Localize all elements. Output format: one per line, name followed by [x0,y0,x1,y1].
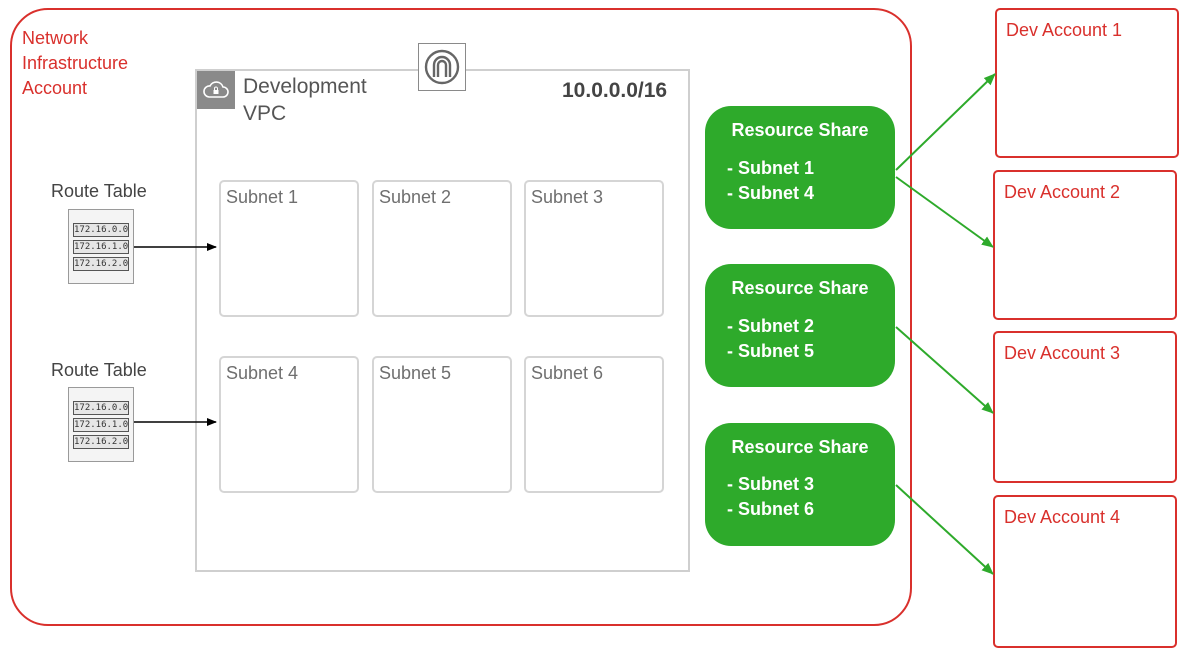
share-arrow [895,73,996,171]
subnet-box: Subnet 3 [524,180,664,317]
network-infrastructure-account [10,8,912,626]
route-entry: 172.16.1.0 [73,417,129,432]
subnet-label: Subnet 6 [531,363,604,383]
dev-account: Dev Account 2 [993,170,1177,320]
subnet-label: Subnet 2 [379,187,452,207]
share-arrow [895,484,994,575]
route-entry: 172.16.0.0 [73,222,129,237]
vpc-title: Development VPC [243,75,367,125]
subnet-box: Subnet 4 [219,356,359,493]
route-table-label: Route Table [51,360,147,380]
resource-share-item: - Subnet 1 [727,158,815,178]
resource-share-item: - Subnet 5 [727,341,815,361]
resource-share-title: Resource Share [731,437,869,457]
subnet-label: Subnet 1 [226,187,299,207]
dev-account-label: Dev Account 2 [1004,182,1121,202]
vpc-cidr: 10.0.0.0/16 [562,79,668,102]
resource-share-item: - Subnet 4 [727,183,815,203]
subnet-box: Subnet 2 [372,180,512,317]
dev-account-label: Dev Account 1 [1006,20,1123,40]
cloud-lock-icon [197,71,235,109]
route-table-icon: 172.16.0.0 172.16.1.0 172.16.2.0 [68,387,134,462]
resource-share-item: - Subnet 6 [727,499,815,519]
resource-share-title: Resource Share [731,278,869,298]
infra-account-label: Network Infrastructure Account [22,28,129,98]
route-entry: 172.16.0.0 [73,400,129,415]
resource-share: Resource Share - Subnet 3 - Subnet 6 [705,423,895,546]
route-entry: 172.16.1.0 [73,239,129,254]
subnet-box: Subnet 5 [372,356,512,493]
resource-share: Resource Share - Subnet 2 - Subnet 5 [705,264,895,387]
resource-share: Resource Share - Subnet 1 - Subnet 4 [705,106,895,229]
share-arrow [895,176,994,248]
dev-account: Dev Account 1 [995,8,1179,158]
subnet-box: Subnet 6 [524,356,664,493]
subnet-label: Subnet 3 [531,187,604,207]
route-entry: 172.16.2.0 [73,256,129,271]
resource-share-item: - Subnet 3 [727,474,815,494]
dev-account-label: Dev Account 3 [1004,343,1121,363]
route-table-icon: 172.16.0.0 172.16.1.0 172.16.2.0 [68,209,134,284]
dev-account-label: Dev Account 4 [1004,507,1121,527]
subnet-label: Subnet 5 [379,363,452,383]
resource-share-item: - Subnet 2 [727,316,815,336]
route-table-label: Route Table [51,181,147,201]
dev-account: Dev Account 3 [993,331,1177,483]
dev-account: Dev Account 4 [993,495,1177,648]
subnet-box: Subnet 1 [219,180,359,317]
share-arrow [895,326,994,414]
route-entry: 172.16.2.0 [73,434,129,449]
subnet-label: Subnet 4 [226,363,299,383]
internet-gateway-icon [418,43,466,91]
resource-share-title: Resource Share [731,120,869,140]
